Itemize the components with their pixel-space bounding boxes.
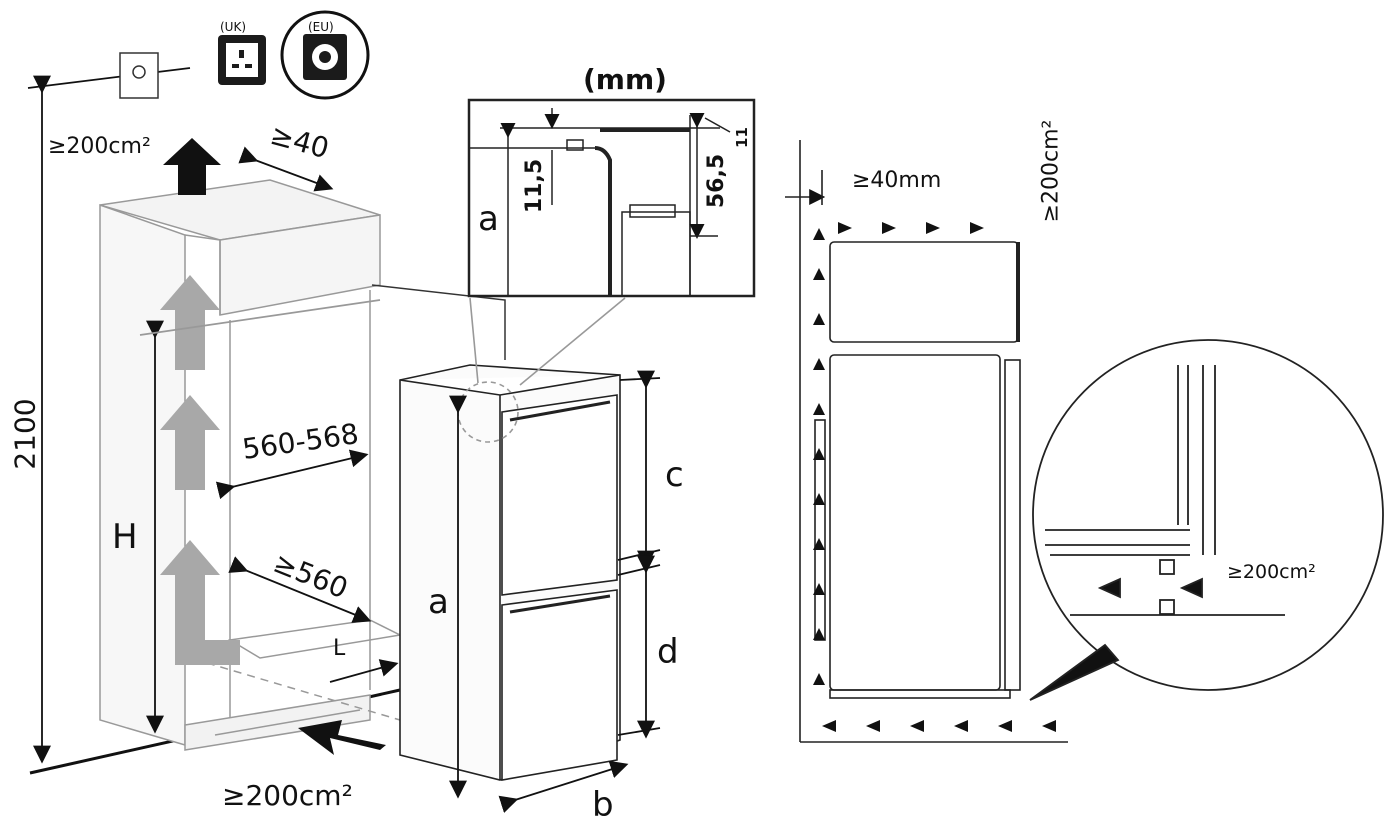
bottom-intake-arrow	[298, 720, 386, 755]
eu-socket-label: (EU)	[308, 20, 334, 34]
niche-height-label: H	[112, 517, 138, 557]
uk-socket-label: (UK)	[220, 20, 247, 34]
detail-a-label: a	[478, 199, 499, 239]
detail-unit-label: (mm)	[583, 63, 667, 96]
detail-inset	[467, 98, 756, 298]
side-bottom-vent-label: ≥200cm²	[1227, 561, 1316, 583]
side-gap-label: L	[333, 636, 346, 661]
appliance-a-label: a	[428, 582, 449, 622]
dimension-lines-center	[449, 370, 661, 813]
detail-56-5-label: 56,5	[704, 153, 730, 209]
appliance-b-label: b	[592, 785, 614, 825]
detail-11-label: 11	[732, 127, 751, 148]
dimension-lines-left	[27, 67, 399, 764]
appliance-c-label: c	[665, 455, 684, 495]
airflow-arrows-grey	[160, 275, 240, 665]
uk-socket-icon	[218, 35, 266, 85]
wall-socket	[119, 52, 159, 99]
side-airflow-arrows	[813, 222, 1056, 732]
bottom-vent-area-label: ≥200cm²	[222, 779, 353, 812]
top-vent-area-label: ≥200cm²	[48, 134, 151, 159]
appliance	[399, 297, 626, 781]
top-exhaust-arrow	[163, 138, 221, 195]
total-height-label: 2100	[8, 398, 42, 470]
detail-11-5-label: 11,5	[522, 158, 548, 214]
appliance-d-label: d	[657, 632, 679, 672]
side-top-vent-label: ≥200cm²	[1038, 119, 1064, 223]
eu-socket-icon	[280, 10, 370, 100]
side-top-gap-label: ≥40mm	[852, 168, 942, 193]
detail-magnifier	[1029, 339, 1384, 701]
